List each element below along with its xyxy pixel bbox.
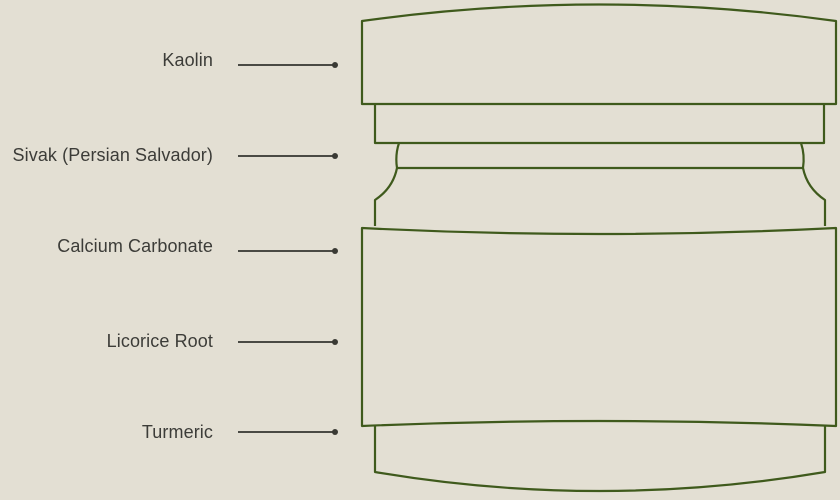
- leader-dot: [331, 338, 338, 345]
- jar-base: [373, 426, 827, 493]
- leader-dot: [331, 61, 338, 68]
- leader-dot: [331, 428, 338, 435]
- ingredient-label: Calcium Carbonate: [57, 236, 213, 256]
- leader-dot: [331, 152, 338, 159]
- ingredient-label: Kaolin: [162, 50, 213, 70]
- jar-lid-band: [373, 104, 826, 145]
- leader-line: [238, 155, 335, 157]
- leader-line: [238, 431, 335, 433]
- ingredient-label: Licorice Root: [106, 331, 213, 351]
- ingredient-label: Sivak (Persian Salvador): [12, 145, 213, 165]
- leader-line: [238, 64, 335, 66]
- leader-dot: [331, 247, 338, 254]
- leader-line: [238, 341, 335, 343]
- jar-body: [360, 226, 838, 428]
- jar-lid: [360, 3, 838, 106]
- leader-line: [238, 250, 335, 252]
- ingredient-label: Turmeric: [141, 422, 213, 442]
- jar-neck: [373, 142, 401, 226]
